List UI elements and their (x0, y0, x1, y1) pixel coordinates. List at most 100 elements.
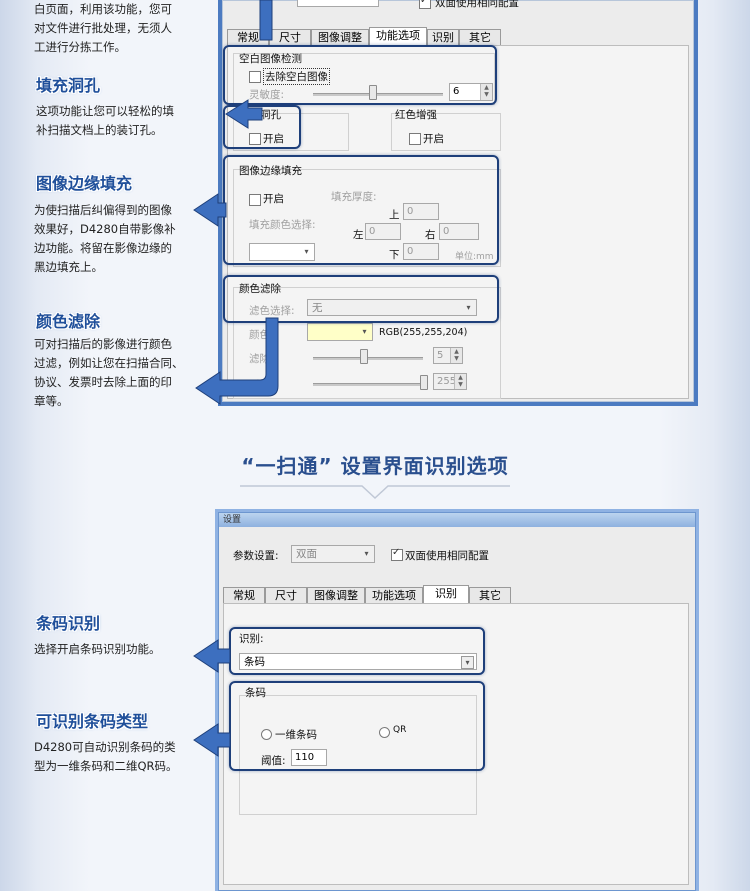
window-title: 设置 (223, 515, 242, 525)
desc-line: 过滤，例如让您在扫描合同、 (34, 356, 184, 370)
highlight-barcode (229, 681, 485, 771)
barcode-qr-radio[interactable] (379, 727, 390, 738)
tab-recognition[interactable]: 识别 (423, 585, 469, 604)
highlight-recognition (229, 627, 485, 675)
edge-fill-checkbox[interactable] (249, 194, 261, 206)
color-drop-title: 颜色滤除 (239, 283, 281, 295)
param-settings-label: 参数设置: (233, 550, 279, 562)
sensitivity-value-input[interactable]: 6 ▲▼ (449, 83, 493, 101)
tab-function-options[interactable]: 功能选项 (369, 27, 427, 46)
range-label: 滤除 (249, 353, 270, 365)
chevron-down-icon: ▾ (304, 247, 309, 256)
desc-edge-fill: 为使扫描后纠偏得到的图像 效果好，D4280自带影像补 边功能。将留在影像边缘的… (34, 201, 204, 277)
threshold-input[interactable]: 110 (291, 749, 327, 766)
desc-barcode: 选择开启条码识别功能。 (34, 640, 204, 659)
range-slider-track[interactable] (313, 357, 423, 360)
fill-color-select[interactable]: ▾ (249, 243, 315, 261)
tab-image-adjust[interactable]: 图像调整 (307, 587, 365, 604)
window-titlebar: 设置 (219, 513, 695, 527)
blank-detect-title: 空白图像检测 (239, 53, 302, 65)
right-margin-input[interactable]: 0 (439, 223, 479, 240)
bottom-settings-window: 设置 参数设置: 双面 ▾ 双面使用相同配置 常规 尺寸 图像调整 功能选项 识… (218, 512, 696, 891)
desc-line: 黑边填充上。 (34, 260, 103, 274)
tab-general[interactable]: 常规 (223, 587, 265, 604)
tab-function-options[interactable]: 功能选项 (365, 587, 423, 604)
arrow-barcode-types (193, 723, 231, 757)
sensitivity-spinner[interactable]: ▲▼ (480, 84, 492, 100)
sensitivity-slider-track[interactable] (313, 93, 443, 96)
right-label: 右 (425, 229, 436, 241)
tab-other[interactable]: 其它 (459, 29, 501, 46)
fill-thickness-label: 填充厚度: (331, 191, 377, 203)
desc-line: 章等。 (34, 394, 69, 408)
left-margin-input[interactable]: 0 (365, 223, 401, 240)
arrow-barcode (193, 639, 231, 673)
red-enhance-checkbox[interactable] (409, 133, 421, 145)
remove-blank-label: 去除空白图像 (263, 68, 330, 85)
arrow-color-drop (195, 317, 279, 405)
desc-line: 边功能。将留在影像边缘的 (34, 241, 172, 255)
fill-holes-enable-label: 开启 (263, 133, 284, 145)
param-select-top[interactable] (297, 0, 379, 7)
color-label: 颜色 (249, 329, 270, 341)
arrow-fill-holes (225, 99, 263, 129)
same-config-label-top: 双面使用相同配置 (435, 0, 519, 9)
edge-fill-title: 图像边缘填充 (239, 165, 302, 177)
edge-fill-group (233, 169, 501, 267)
color-drop-select[interactable]: 无 ▾ (307, 299, 477, 316)
value-spinner[interactable]: ▲▼ (454, 374, 466, 389)
range-spinner[interactable]: ▲▼ (450, 348, 462, 363)
sensitivity-slider-thumb[interactable] (368, 85, 377, 100)
color-drop-group (233, 287, 501, 399)
same-config-checkbox[interactable] (391, 547, 403, 561)
color-swatch-picker[interactable]: ▾ (307, 323, 373, 341)
range-value: 5 (437, 350, 444, 361)
value-slider-thumb[interactable] (420, 375, 428, 390)
heading-edge-fill: 图像边缘填充 (36, 174, 133, 193)
recognition-select[interactable]: 条码 ▾ (239, 653, 477, 670)
bottom-margin-input[interactable]: 0 (403, 243, 439, 260)
recognition-label: 识别: (239, 633, 264, 645)
desc-line: 可对扫描后的影像进行颜色 (34, 337, 172, 351)
desc-line: 为使扫描后纠偏得到的图像 (34, 203, 172, 217)
value-slider-track[interactable] (313, 383, 423, 386)
left-label: 左 (353, 229, 364, 241)
tab-image-adjust[interactable]: 图像调整 (311, 29, 369, 46)
bottom-label: 下 (389, 249, 400, 261)
tab-size[interactable]: 尺寸 (269, 29, 311, 46)
desc-line: 这项功能让您可以轻松的填 (36, 104, 174, 118)
highlight-fill-holes (223, 105, 301, 149)
desc-barcode-types: D4280可自动识别条码的类 型为一维条码和二维QR码。 (34, 738, 204, 776)
tab-recognition[interactable]: 识别 (427, 29, 459, 46)
param-settings-value: 双面 (296, 548, 317, 560)
barcode-1d-radio[interactable] (261, 729, 272, 740)
highlight-blank-detect (223, 45, 497, 105)
remove-blank-checkbox[interactable] (249, 71, 261, 83)
desc-line: 协议、发票时去除上面的印 (34, 375, 172, 389)
top-settings-window: 双面使用相同配置 常规 尺寸 图像调整 功能选项 识别 其它 空白图像检测 去除… (222, 0, 694, 402)
desc-color-drop: 可对扫描后的影像进行颜色 过滤，例如让您在扫描合同、 协议、发票时去除上面的印 … (34, 335, 204, 411)
fill-holes-checkbox[interactable] (249, 133, 261, 145)
tab-size[interactable]: 尺寸 (265, 587, 307, 604)
edge-fill-enable-label: 开启 (263, 193, 284, 205)
desc-line: 选择开启条码识别功能。 (34, 642, 161, 656)
red-enhance-title: 红色增强 (395, 109, 437, 121)
fill-color-label: 填充颜色选择: (249, 219, 316, 231)
desc-line: 补扫描文档上的装订孔。 (36, 123, 163, 137)
range-slider-thumb[interactable] (359, 349, 368, 364)
unit-label: 单位:mm (455, 252, 494, 262)
param-settings-select[interactable]: 双面 ▾ (291, 545, 375, 563)
highlight-color-drop (223, 275, 499, 323)
same-config-label: 双面使用相同配置 (405, 550, 489, 562)
chevron-down-icon: ▾ (466, 303, 471, 312)
same-config-checkbox-top[interactable] (419, 0, 431, 9)
intro-text: 白页面，利用该功能，您可 对文件进行批处理，无须人 工进行分拣工作。 (34, 0, 194, 57)
chevron-down-icon: ▾ (362, 327, 367, 336)
range-value-input[interactable]: 5 ▲▼ (433, 347, 463, 364)
value-value-input[interactable]: 255 ▲▼ (433, 373, 467, 390)
top-margin-input[interactable]: 0 (403, 203, 439, 220)
threshold-label: 阈值: (261, 755, 286, 767)
tab-other[interactable]: 其它 (469, 587, 511, 604)
heading-color-drop: 颜色滤除 (36, 312, 101, 331)
barcode-qr-label: QR (393, 725, 407, 735)
